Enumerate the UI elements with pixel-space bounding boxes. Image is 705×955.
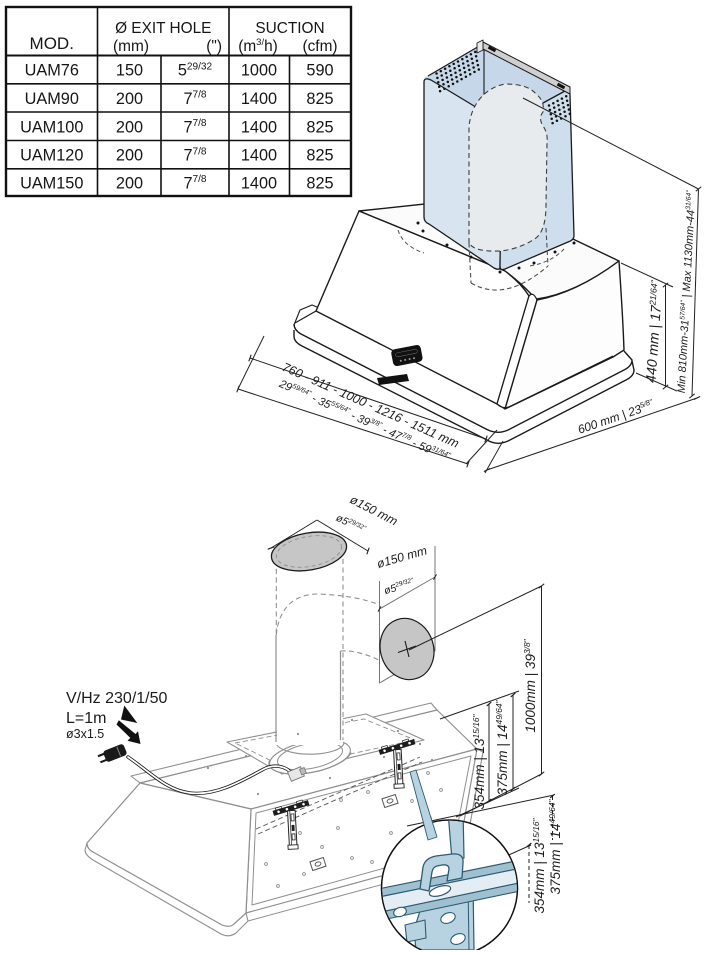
svg-text:(cfm): (cfm)	[302, 38, 337, 55]
svg-text:L=1m: L=1m	[66, 710, 106, 727]
svg-text:825: 825	[306, 90, 333, 108]
svg-text:825: 825	[306, 174, 333, 192]
svg-text:Min 810mm-3157/64" | Max 1130m: Min 810mm-3157/64" | Max 1130mm-4431/64"	[676, 190, 699, 394]
svg-text:825: 825	[306, 147, 333, 165]
svg-text:UAM76: UAM76	[25, 62, 79, 80]
svg-text:Ø EXIT HOLE: Ø EXIT HOLE	[115, 20, 211, 37]
svg-text:77/8: 77/8	[183, 174, 206, 192]
svg-text:600 mm | 235/8": 600 mm | 235/8"	[576, 397, 656, 437]
svg-text:354mm | 1315/16": 354mm | 1315/16"	[471, 713, 487, 809]
svg-text:UAM90: UAM90	[25, 90, 79, 108]
svg-text:77/8: 77/8	[183, 90, 206, 108]
svg-text:1400: 1400	[241, 90, 277, 108]
svg-text:UAM100: UAM100	[20, 118, 83, 136]
svg-text:590: 590	[306, 62, 333, 80]
svg-text:(mm): (mm)	[113, 38, 149, 55]
svg-text:375mm | 1449/64": 375mm | 1449/64"	[494, 699, 510, 795]
svg-text:ø150 mm: ø150 mm	[375, 543, 428, 571]
svg-text:1000: 1000	[241, 62, 277, 80]
svg-text:529/32: 529/32	[178, 61, 213, 79]
svg-text:SUCTION: SUCTION	[255, 20, 324, 37]
svg-text:1400: 1400	[241, 118, 277, 136]
svg-text:ø3x1.5: ø3x1.5	[66, 727, 104, 741]
svg-text:(m3/h): (m3/h)	[238, 37, 278, 55]
svg-text:1400: 1400	[241, 147, 277, 165]
svg-text:200: 200	[116, 90, 143, 108]
svg-text:825: 825	[306, 118, 333, 136]
svg-text:200: 200	[116, 118, 143, 136]
svg-text:MOD.: MOD.	[30, 34, 74, 53]
svg-text:UAM120: UAM120	[20, 147, 83, 165]
svg-text:1400: 1400	[241, 174, 277, 192]
svg-text:354mm | 1315/16": 354mm | 1315/16"	[531, 817, 547, 913]
svg-text:77/8: 77/8	[183, 146, 206, 164]
svg-text:375mm | 1449/64": 375mm | 1449/64"	[547, 798, 563, 894]
svg-text:1000mm | 393/8": 1000mm | 393/8"	[522, 638, 538, 732]
svg-text:200: 200	[116, 147, 143, 165]
svg-text:UAM150: UAM150	[20, 174, 83, 192]
svg-text:440 mm | 1721/64": 440 mm | 1721/64"	[642, 279, 665, 383]
svg-text:200: 200	[116, 174, 143, 192]
svg-text:77/8: 77/8	[183, 118, 206, 136]
svg-text:150: 150	[116, 62, 143, 80]
svg-text:("): (")	[206, 38, 222, 55]
svg-text:V/Hz 230/1/50: V/Hz 230/1/50	[66, 690, 168, 707]
